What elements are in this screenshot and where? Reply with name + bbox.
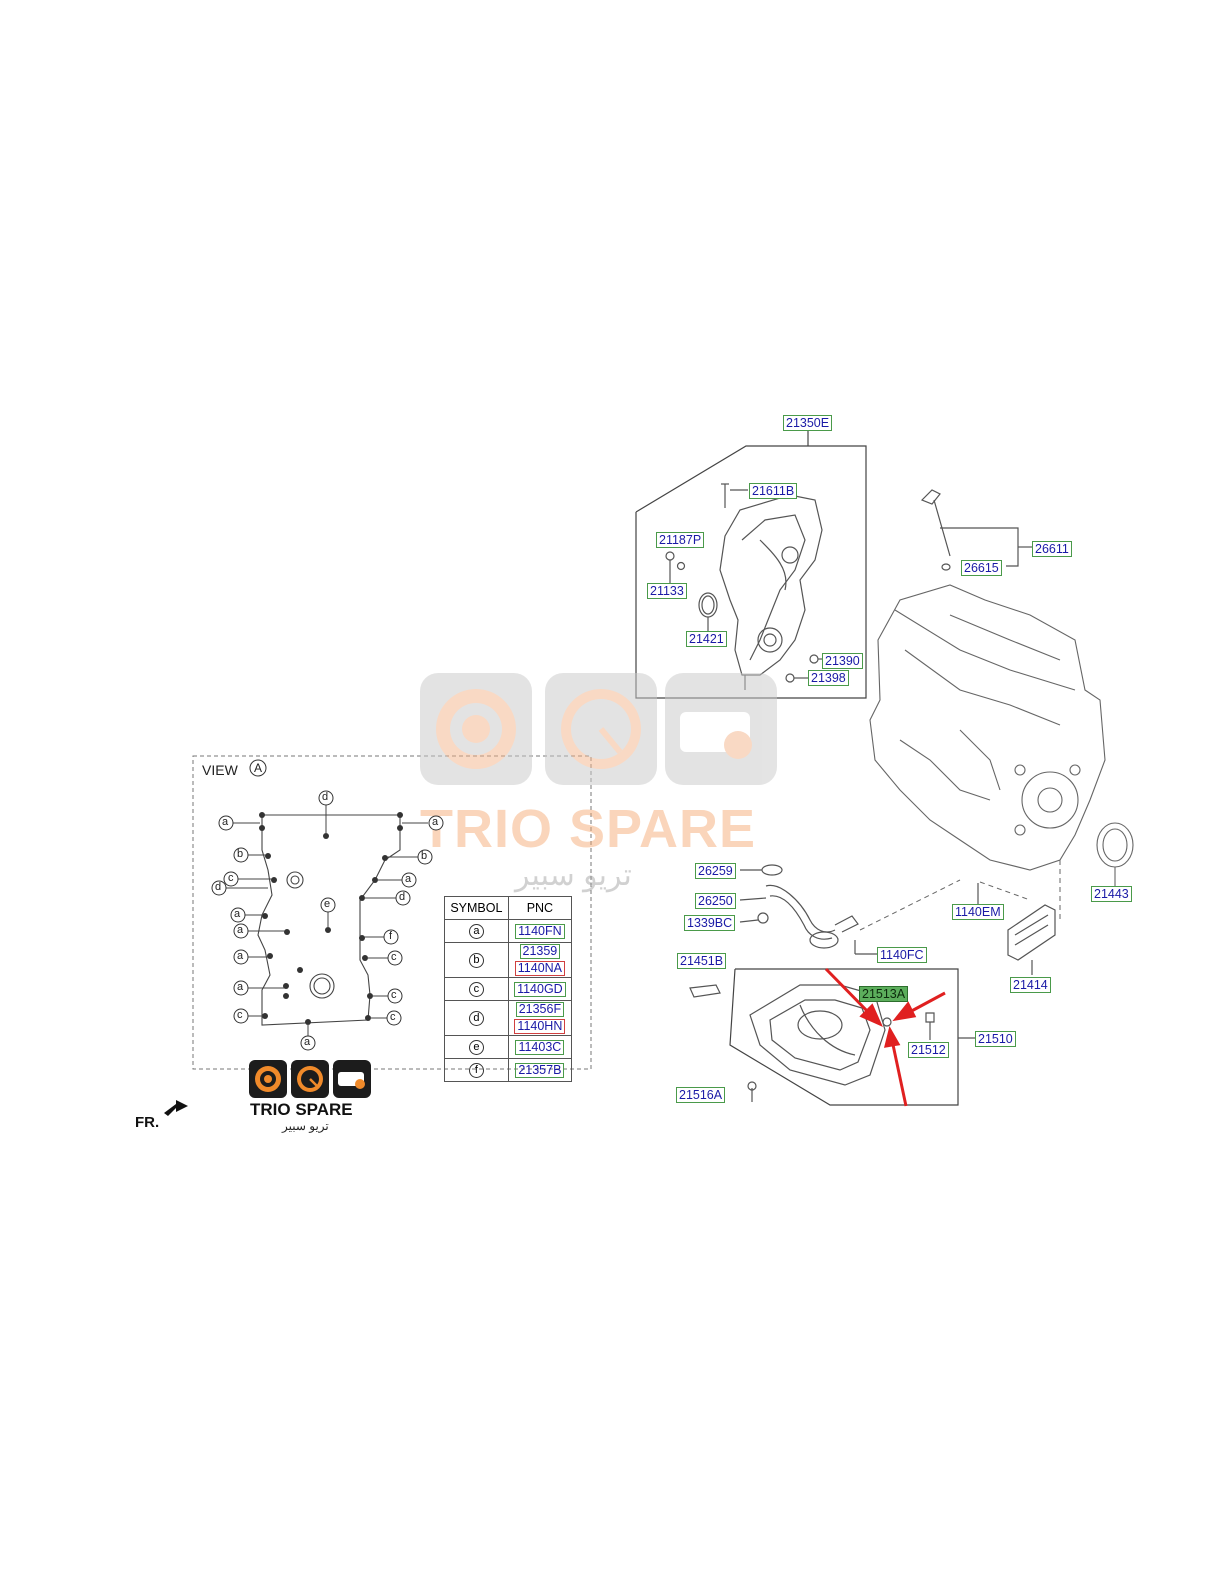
symbol-c: c	[391, 951, 397, 963]
table-row: f 21357B	[444, 1058, 573, 1082]
symbol-b: b	[421, 850, 428, 862]
trio-spare-logo	[249, 1060, 371, 1098]
row-pnc[interactable]: 1140GD	[514, 981, 566, 997]
part-label-21421[interactable]: 21421	[686, 631, 727, 647]
gasket-leader-lines	[226, 805, 428, 1036]
part-label-21513A[interactable]: 21513A	[859, 986, 909, 1002]
symbol-d: d	[322, 791, 329, 803]
symbol-a: a	[432, 816, 439, 828]
part-label-21443[interactable]: 21443	[1091, 886, 1132, 902]
watermark-arabic: تريو سبير	[515, 859, 632, 892]
part-label-21133[interactable]: 21133	[647, 583, 687, 599]
part-label-26611[interactable]: 26611	[1032, 541, 1072, 557]
symbol-pnc-table: SYMBOL PNC a 1140FN b 21359 1140NA c 1140…	[444, 896, 573, 1082]
symbol-e: e	[324, 898, 331, 910]
symbol-d: d	[215, 881, 222, 893]
table-row: e 11403C	[444, 1035, 573, 1059]
row-pnc[interactable]: 1140FN	[515, 923, 565, 939]
row-pnc[interactable]: 11403C	[515, 1039, 565, 1055]
header-pnc: PNC	[507, 896, 573, 920]
table-header: SYMBOL PNC	[444, 896, 573, 920]
row-pnc[interactable]: 21359	[519, 944, 561, 959]
front-label: FR.	[135, 1114, 160, 1131]
row-pnc[interactable]: 1140NA	[514, 961, 566, 976]
part-label-1140FC[interactable]: 1140FC	[877, 947, 927, 963]
row-pnc[interactable]: 21357B	[515, 1062, 565, 1078]
part-label-21414[interactable]: 21414	[1010, 977, 1051, 993]
part-label-26615[interactable]: 26615	[961, 560, 1002, 576]
symbol-a: a	[222, 816, 229, 828]
row-symbol: c	[468, 982, 484, 997]
table-row: c 1140GD	[444, 977, 573, 1001]
part-label-26259[interactable]: 26259	[695, 863, 736, 879]
part-label-21187P[interactable]: 21187P	[656, 532, 705, 548]
part-label-21451B[interactable]: 21451B	[677, 953, 727, 969]
row-symbol: e	[468, 1040, 484, 1055]
row-symbol: b	[468, 953, 484, 968]
gasket-outline	[257, 814, 401, 1026]
table-row: d 21356F 1140HN	[444, 1000, 573, 1036]
front-arrow-icon	[164, 1100, 188, 1116]
part-label-21512[interactable]: 21512	[908, 1042, 949, 1058]
symbol-b: b	[237, 848, 244, 860]
symbol-c: c	[228, 872, 234, 884]
symbol-a: a	[237, 950, 244, 962]
timing-cover-drawing	[665, 483, 823, 690]
part-label-21510[interactable]: 21510	[975, 1031, 1016, 1047]
oil-strainer-drawing	[739, 864, 878, 955]
table-row: a 1140FN	[444, 919, 573, 943]
part-label-1339BC[interactable]: 1339BC	[684, 915, 736, 931]
table-row: b 21359 1140NA	[444, 942, 573, 978]
row-symbol: f	[468, 1063, 484, 1078]
symbol-a: a	[405, 873, 412, 885]
part-label-26250[interactable]: 26250	[695, 893, 736, 909]
engine-block-drawing	[869, 584, 1134, 886]
symbol-a: a	[234, 908, 241, 920]
part-label-1140EM[interactable]: 1140EM	[952, 904, 1004, 920]
oil-pan-drawing	[689, 984, 975, 1102]
symbol-d: d	[399, 891, 406, 903]
view-marker: A	[254, 761, 263, 775]
symbol-c: c	[391, 989, 397, 1001]
view-title: VIEW	[202, 762, 238, 778]
symbol-c: c	[390, 1011, 396, 1023]
highlight-arrows	[824, 967, 946, 1107]
row-symbol: a	[468, 924, 484, 939]
symbol-c: c	[237, 1009, 243, 1021]
logo-arabic: تريو سبير	[282, 1119, 329, 1133]
row-pnc[interactable]: 1140HN	[514, 1019, 566, 1034]
row-pnc[interactable]: 21356F	[515, 1002, 565, 1017]
part-label-21350E[interactable]: 21350E	[783, 415, 833, 431]
symbol-a: a	[237, 924, 244, 936]
part-label-21516A[interactable]: 21516A	[676, 1087, 726, 1103]
logo-brand: TRIO SPARE	[250, 1100, 353, 1119]
symbol-f: f	[389, 930, 393, 942]
dipstick-drawing	[920, 489, 1032, 571]
watermark-brand: TRIO SPARE	[420, 799, 757, 859]
part-label-21398[interactable]: 21398	[808, 670, 849, 686]
part-label-21611B[interactable]: 21611B	[749, 483, 798, 499]
symbol-a: a	[304, 1036, 311, 1048]
header-symbol: SYMBOL	[444, 896, 509, 920]
gasket-bolt-holes	[259, 812, 403, 1025]
symbol-a: a	[237, 981, 244, 993]
baffle-drawing	[977, 883, 1056, 975]
part-label-21390[interactable]: 21390	[822, 653, 863, 669]
watermark-logo	[420, 673, 777, 785]
row-symbol: d	[468, 1011, 484, 1026]
